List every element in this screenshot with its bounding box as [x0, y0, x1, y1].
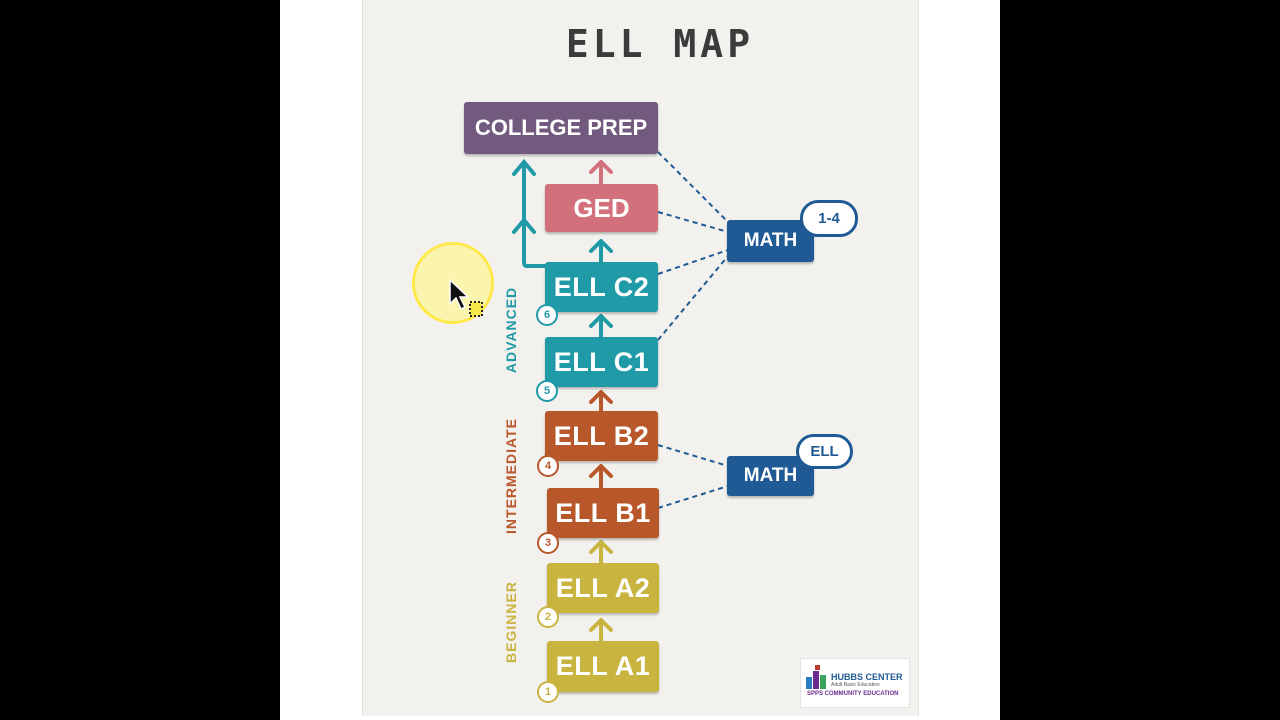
math-label: MATH: [743, 465, 798, 486]
math-pill-lower: ELL: [796, 434, 853, 469]
logo-subtitle: Adult Basic Education: [831, 682, 880, 688]
mouse-pointer-icon: [449, 278, 483, 317]
math-pill-upper: 1-4: [800, 200, 858, 237]
level-box-c2: ELL C2: [545, 262, 658, 312]
stage-label-advanced: ADVANCED: [503, 286, 519, 374]
level-badge: 3: [537, 532, 559, 554]
math-upper-links: [657, 151, 729, 509]
ged-label: GED: [573, 192, 630, 223]
page-title: ELL MAP: [565, 22, 755, 66]
level-box-a2: ELL A2: [547, 563, 659, 613]
level-badge: 5: [536, 380, 558, 402]
math-label: MATH: [743, 230, 798, 251]
math-box-upper: MATH: [727, 220, 814, 262]
level-box-b1: ELL B1: [547, 488, 659, 538]
level-badge: 2: [537, 606, 559, 628]
ged-box: GED: [545, 184, 658, 232]
stage-label-beginner: BEGINNER: [503, 581, 519, 663]
level-badge: 1: [537, 681, 559, 703]
level-arrows: [589, 160, 613, 643]
level-label: ELL B1: [555, 497, 651, 528]
hubbs-center-logo: HUBBS CENTER Adult Basic Education SPPS …: [800, 658, 910, 708]
level-label: ELL C2: [553, 271, 650, 302]
level-badge: 4: [537, 455, 559, 477]
logo-mark-icon: [806, 665, 826, 689]
college-prep-box: COLLEGE PREP: [464, 102, 658, 154]
level-box-c1: ELL C1: [545, 337, 658, 387]
level-label: ELL B2: [553, 420, 650, 451]
level-label: ELL A2: [555, 572, 651, 603]
logo-name: HUBBS CENTER: [831, 672, 903, 682]
teal-branch: [512, 158, 547, 268]
level-badge: 6: [536, 304, 558, 326]
level-label: ELL A1: [555, 651, 651, 681]
level-box-b2: ELL B2: [545, 411, 658, 461]
logo-org: SPPS COMMUNITY EDUCATION: [807, 691, 899, 697]
level-box-a1: ELL A1: [547, 641, 659, 692]
level-label: ELL C1: [553, 346, 650, 377]
stage-label-intermediate: INTERMEDIATE: [503, 418, 519, 534]
college-prep-label: COLLEGE PREP: [474, 115, 648, 140]
